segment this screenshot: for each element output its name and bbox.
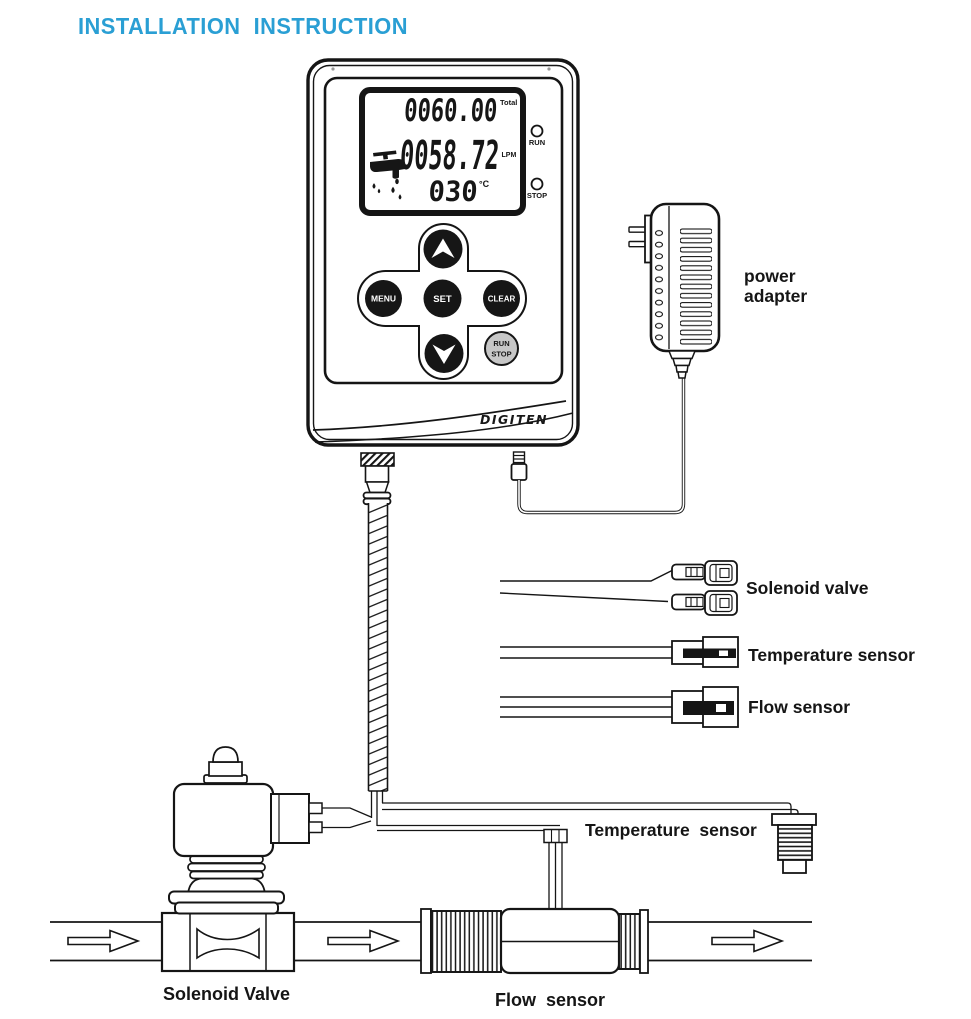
flow-sensor-cable-label: Flow sensor — [748, 697, 850, 717]
faucet-icon — [370, 150, 405, 200]
solenoid-valve-cable-assembly: Solenoid valve — [499, 560, 869, 616]
flow-arrow-icon — [327, 929, 401, 953]
solenoid-valve-inline-label: Solenoid Valve — [163, 984, 290, 1004]
menu-button: MENU — [365, 280, 402, 317]
lcd-digits: 0060.00 0058.72 030 — [398, 93, 500, 208]
valve-body-casting-detail — [196, 927, 260, 960]
celsius-unit-label: °C — [479, 179, 490, 189]
panel-swoosh-upper — [312, 400, 567, 431]
flow-sensor-connector — [671, 686, 739, 728]
flow-sensor-cable-assembly: Flow sensor — [500, 686, 850, 728]
solenoid-wire-b — [322, 820, 372, 829]
power-cable — [517, 377, 686, 515]
run-indicator: RUN — [529, 124, 545, 147]
clear-button-label: CLEAR — [488, 295, 516, 304]
power-adapter-label-line2: adapter — [744, 286, 807, 306]
temperature-sensor-probe: Temperature sensor — [585, 813, 817, 874]
valve-flange-lower — [174, 901, 279, 915]
spade-connector-1 — [671, 560, 738, 586]
dc-jack — [510, 451, 528, 481]
run-stop-button-label-stop: STOP — [491, 350, 511, 359]
temperature-sensor-inline-label: Temperature sensor — [585, 820, 757, 840]
up-arrow-icon — [431, 238, 455, 258]
coil-nut — [208, 761, 243, 777]
cable-gland — [360, 452, 395, 506]
temp-probe-tip — [782, 859, 807, 874]
run-indicator-label: RUN — [529, 138, 545, 147]
panel-swoosh-lower — [314, 412, 574, 443]
solenoid-coil — [172, 782, 275, 858]
total-value: 0060.00 — [403, 93, 499, 129]
flow-rate-value: 0058.72 — [398, 133, 500, 179]
temp-probe-flange — [771, 813, 817, 826]
flow-sensor-left-flange — [420, 908, 432, 974]
up-button — [423, 229, 463, 269]
down-arrow-icon — [432, 344, 456, 364]
temp-probe-thread — [777, 824, 813, 861]
flow-direction-arrows — [67, 929, 785, 953]
temperature-sensor-connector — [671, 636, 739, 668]
flow-sensor-inline-label: Flow sensor — [495, 990, 605, 1010]
temperature-sensor-cable-assembly: Temperature sensor — [500, 636, 915, 668]
flow-arrow-icon — [711, 929, 785, 953]
adapter-vent-slots — [680, 227, 712, 346]
total-unit-label: Total — [500, 98, 517, 107]
coil-dome-cap — [212, 746, 239, 763]
power-adapter-label-line1: power — [744, 266, 796, 286]
lcd-frame — [359, 87, 526, 216]
temp-sensor-wire-b — [382, 808, 799, 814]
run-stop-button-label-run: RUN — [493, 339, 509, 348]
plug-prong-top — [628, 226, 647, 233]
device-case-inner-line — [312, 64, 574, 441]
down-button — [424, 334, 464, 373]
temperature-sensor-cable-label: Temperature sensor — [748, 645, 915, 665]
brand-logo: DIGITEN — [480, 412, 548, 427]
menu-button-label: MENU — [371, 294, 396, 304]
lpm-unit-label: LPM — [502, 152, 517, 159]
coil-connector-block — [270, 793, 310, 844]
set-button-label: SET — [433, 294, 452, 305]
flow-arrow-icon — [67, 929, 141, 953]
stop-indicator-lamp — [530, 177, 544, 191]
flow-sensor-left-thread — [430, 910, 502, 973]
power-adapter: power adapter — [628, 202, 807, 379]
coil-terminal-tab — [308, 821, 323, 834]
temp-sensor-wire-a — [382, 802, 792, 814]
stop-indicator: STOP — [527, 177, 547, 200]
flow-sensor-right-thread — [618, 913, 641, 970]
keypad: MENU SET CLEAR RUN STOP — [357, 223, 527, 380]
run-stop-button: RUN STOP — [484, 331, 519, 366]
plug-prong-bottom — [628, 240, 647, 248]
solenoid-valve-assembly: Solenoid Valve — [160, 746, 323, 1004]
solenoid-valve-cable-label: Solenoid valve — [746, 578, 869, 598]
temperature-value: 030 — [427, 175, 478, 208]
screw-dot-right — [547, 67, 551, 71]
set-button: SET — [423, 279, 462, 318]
lcd-display: 0060.00 0058.72 030 Total LPM °C — [359, 87, 526, 216]
flow-sensor-wire-stub — [543, 828, 568, 910]
bottom-wiring — [322, 791, 799, 832]
coil-terminal-tab — [308, 802, 323, 815]
run-indicator-lamp — [530, 124, 544, 138]
valve-rib — [189, 870, 264, 880]
page-title: INSTALLATION INSTRUCTION — [78, 13, 408, 39]
valve-rib — [187, 862, 266, 872]
clear-button: CLEAR — [483, 280, 520, 317]
pipe — [50, 921, 812, 962]
adapter-side-vents — [654, 228, 664, 344]
screw-dot-left — [331, 67, 335, 71]
adapter-strain-relief — [667, 350, 697, 379]
solenoid-wire-a — [322, 807, 372, 818]
flow-sensor-assembly: Flow sensor — [420, 907, 649, 1010]
stop-indicator-label: STOP — [527, 191, 547, 200]
controller-device: DIGITEN 0060.00 0058.72 030 Total LPM °C — [306, 58, 580, 447]
sensor-cable-spiral — [367, 503, 389, 792]
flow-sensor-right-flange — [639, 909, 649, 974]
spade-connector-2 — [671, 590, 738, 616]
